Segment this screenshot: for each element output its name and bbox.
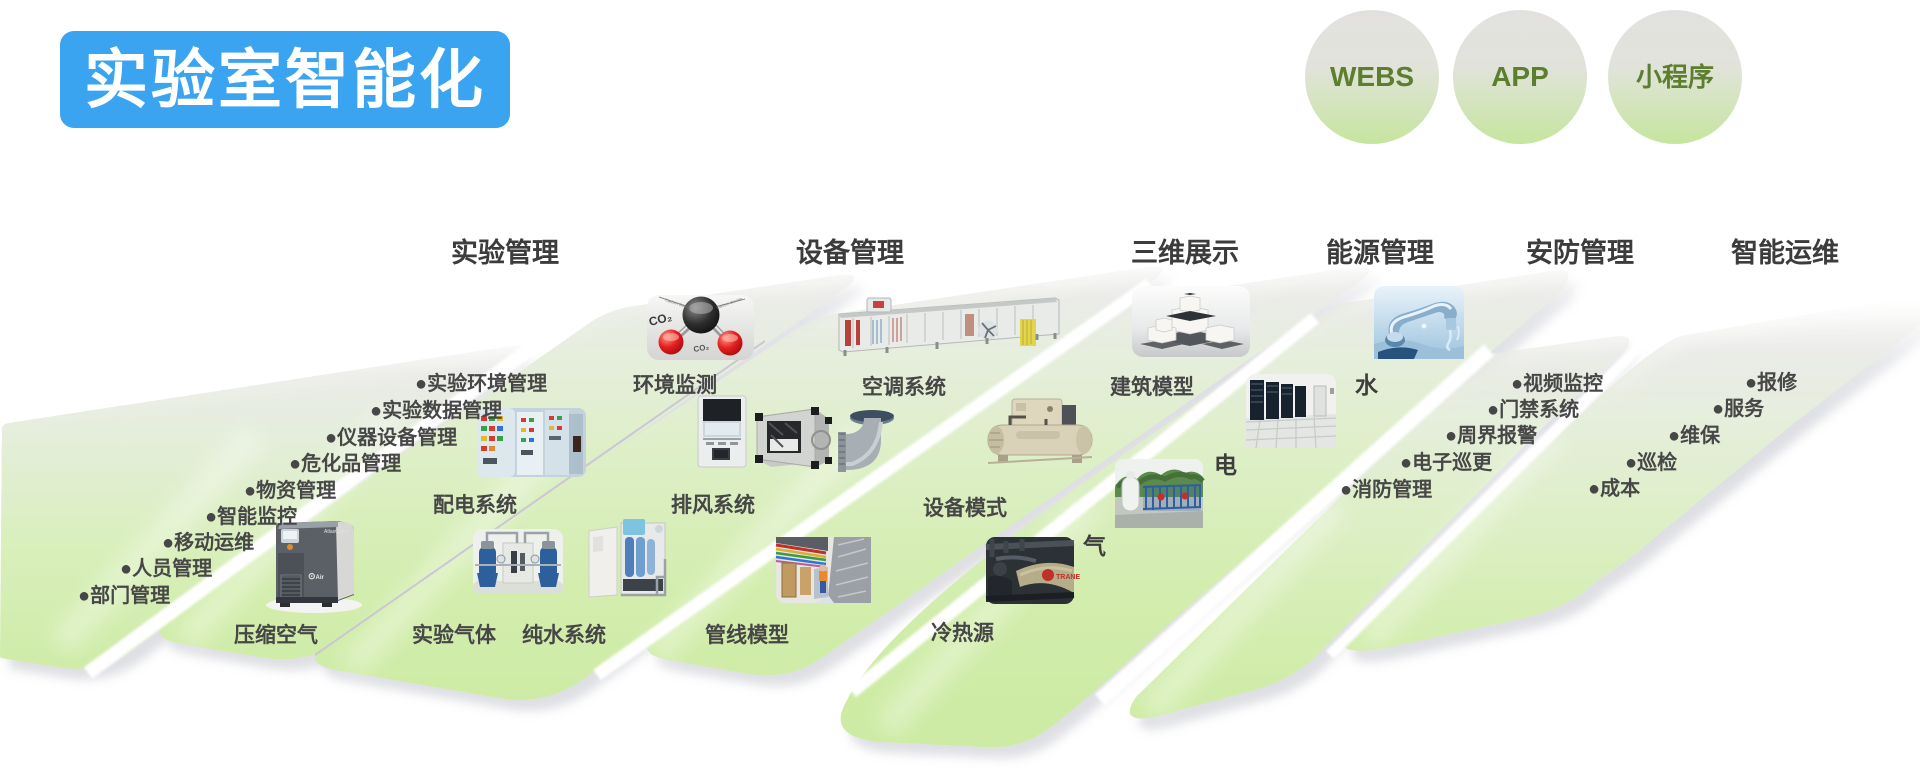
svg-text:CO₂: CO₂ [693, 342, 710, 354]
svg-text:CO₂: CO₂ [647, 310, 673, 329]
svg-text:TRANE: TRANE [1056, 574, 1080, 581]
svg-text:AtlasCopco: AtlasCopco [324, 529, 350, 535]
svg-text:⊙Air: ⊙Air [308, 571, 325, 581]
